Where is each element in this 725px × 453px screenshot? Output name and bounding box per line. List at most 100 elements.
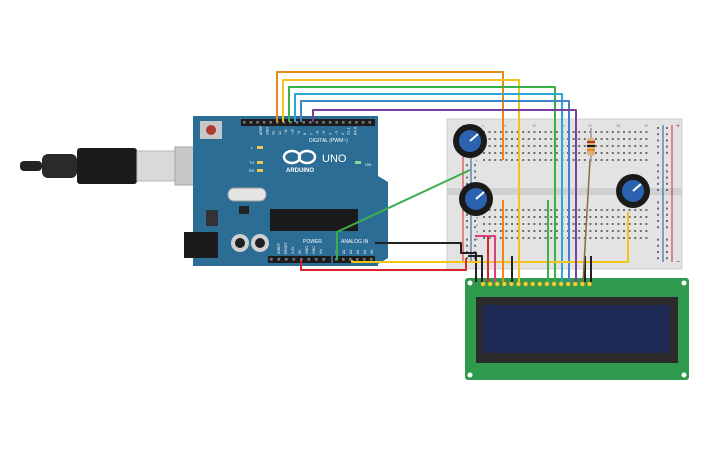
lcd-pin[interactable] — [530, 281, 536, 287]
digital-pin-label: 4 — [328, 133, 332, 135]
power-jack — [184, 232, 218, 258]
led-rx — [257, 169, 263, 172]
column-number: 30 — [644, 124, 648, 128]
digital-pin-label: ~9 — [297, 131, 301, 135]
wire-yellow-top[interactable] — [282, 79, 520, 282]
row-letter: f — [476, 158, 478, 163]
wire-black-lcd[interactable] — [468, 255, 483, 282]
smd-chip — [239, 206, 249, 214]
wire-purple[interactable] — [312, 109, 577, 282]
lcd-pin[interactable] — [558, 281, 564, 287]
model-label: UNO — [322, 153, 347, 165]
column-number: 10 — [532, 124, 536, 128]
mounting-hole — [681, 280, 687, 286]
led-on — [355, 161, 361, 164]
column-number: 5 — [504, 124, 506, 128]
potentiometer-3[interactable] — [616, 174, 650, 208]
led-l — [257, 146, 263, 149]
digital-pin-label: GND — [265, 127, 269, 135]
lcd-pin[interactable] — [487, 281, 493, 287]
rail-minus-label: − — [676, 259, 680, 266]
lcd-pin[interactable] — [508, 281, 514, 287]
digital-pin-label: TX 1 — [347, 127, 351, 135]
digital-pin-label: ~11 — [284, 129, 288, 135]
mounting-hole — [467, 372, 473, 378]
lcd-screen — [483, 305, 670, 353]
analog-label: ANALOG IN — [341, 239, 369, 245]
lcd-pin[interactable] — [579, 281, 585, 287]
atmega-chip — [270, 209, 358, 231]
wires[interactable] — [276, 71, 629, 283]
lcd-pin[interactable] — [515, 281, 521, 287]
row-letter: b — [476, 229, 479, 234]
lcd-pin[interactable] — [572, 281, 578, 287]
arduino-uno-board[interactable]: ARDUINO UNO DIGITAL (PWM~) POWER ANALOG … — [184, 116, 388, 266]
lcd-pin[interactable] — [480, 281, 486, 287]
breadboard-center-channel — [447, 188, 682, 195]
lcd-pin[interactable] — [523, 281, 529, 287]
lcd-pin[interactable] — [501, 281, 507, 287]
resistor[interactable] — [587, 128, 595, 162]
row-letter: d — [476, 215, 478, 220]
lcd-pin-header[interactable] — [480, 281, 592, 287]
digital-pin-label: 12 — [278, 131, 282, 135]
digital-pin-label: ~10 — [291, 129, 295, 135]
led-tx — [257, 161, 263, 164]
digital-pin-label: 7 — [309, 133, 313, 135]
lcd-16x2[interactable] — [465, 278, 689, 380]
wire-cyan[interactable] — [294, 93, 563, 282]
digital-pin-label: ~6 — [316, 131, 320, 135]
digital-pin-label: ~5 — [322, 131, 326, 135]
potentiometer-2[interactable] — [459, 182, 493, 216]
wire-pink[interactable] — [476, 235, 496, 282]
digital-header — [241, 119, 375, 126]
power-pin-label: GND — [305, 246, 309, 254]
digital-pin-label: 13 — [272, 131, 276, 135]
led-tx-label: TX — [249, 160, 254, 165]
column-number: 1 — [482, 124, 484, 128]
wire-resistor-lead[interactable] — [582, 159, 591, 283]
brand-label: ARDUINO — [286, 168, 314, 174]
usb-cable[interactable] — [20, 146, 219, 186]
digital-pin-label: RX 0 — [354, 127, 358, 135]
lcd-pin[interactable] — [551, 281, 557, 287]
led-rx-label: RX — [249, 168, 255, 173]
on-label: ON — [365, 162, 371, 167]
potentiometer-1[interactable] — [453, 124, 487, 158]
lcd-pin[interactable] — [494, 281, 500, 287]
digital-pin-label: 8 — [303, 133, 307, 135]
digital-pin-label: ~3 — [335, 131, 339, 135]
analog-pin-label: A2 — [349, 250, 353, 254]
reset-button-cap[interactable] — [206, 125, 216, 135]
wire-red-5v[interactable] — [300, 258, 467, 271]
column-number: 25 — [616, 124, 620, 128]
wire-green-top[interactable] — [288, 86, 556, 282]
lcd-pin[interactable] — [537, 281, 543, 287]
power-pin-label: RESET — [284, 241, 288, 254]
row-letter: c — [476, 222, 478, 227]
digital-pin-label: 2 — [341, 133, 345, 135]
rail-plus-label: + — [676, 123, 680, 130]
wire-green-pot[interactable] — [336, 169, 471, 260]
row-letter: a — [476, 236, 479, 241]
wire-orange[interactable] — [276, 71, 504, 160]
wire-yellow-analog[interactable] — [351, 212, 629, 263]
power-pin-label: Vin — [319, 249, 323, 254]
lcd-pin[interactable] — [565, 281, 571, 287]
analog-header — [333, 256, 375, 263]
lcd-pin[interactable] — [586, 281, 592, 287]
power-label: POWER — [303, 239, 322, 245]
led-l-label: L — [251, 145, 254, 150]
lcd-pin[interactable] — [544, 281, 550, 287]
arduino-infinity-logo — [282, 149, 317, 165]
analog-pin-label: A4 — [363, 250, 367, 254]
wire-blue[interactable] — [300, 100, 570, 282]
mounting-hole — [467, 280, 473, 286]
analog-pin-label: A5 — [370, 250, 374, 254]
column-number: 20 — [588, 124, 592, 128]
mounting-hole — [681, 372, 687, 378]
digital-label: DIGITAL (PWM~) — [309, 138, 348, 144]
